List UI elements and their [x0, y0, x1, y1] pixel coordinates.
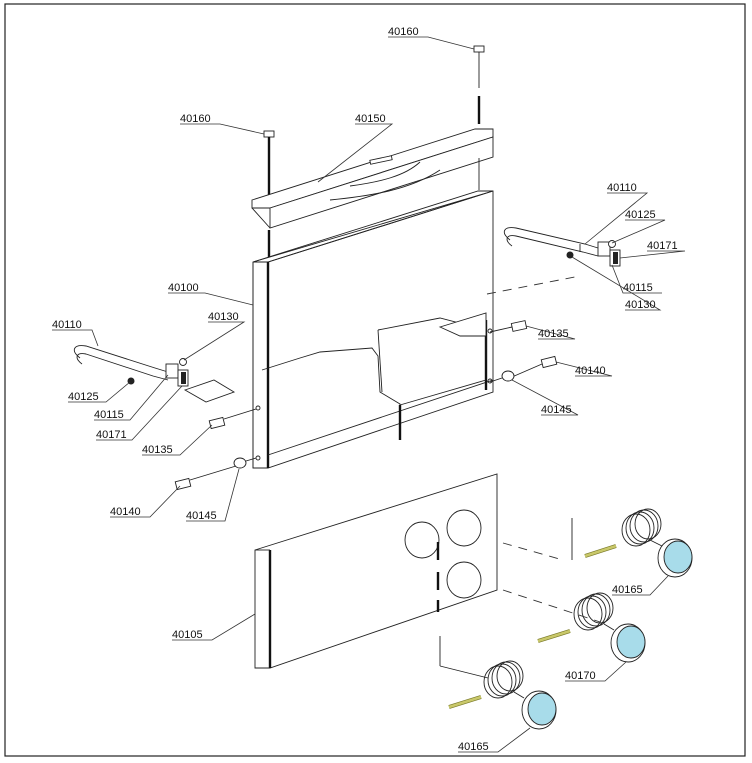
- leader-lines: [52, 36, 686, 753]
- callout-40135-left: 40135: [142, 444, 173, 456]
- callout-40171-left: 40171: [96, 429, 127, 441]
- diagram-border: [4, 3, 746, 757]
- callout-40125-left: 40125: [68, 391, 99, 403]
- callout-40100: 40100: [168, 282, 199, 294]
- screw-40140-left: [174, 465, 237, 491]
- gauge-40165-top: [584, 508, 693, 578]
- screw-40135-left: [208, 408, 257, 430]
- axis-gauge-mid: [502, 589, 601, 623]
- screw-40140-right: [511, 355, 558, 378]
- callout-40130-right: 40130: [625, 299, 656, 311]
- callout-40110-right: 40110: [607, 182, 637, 194]
- screw-40160-left: [263, 130, 275, 196]
- gauge-40170-mid: [537, 592, 646, 663]
- callout-40145-right: 40145: [541, 404, 572, 416]
- washer-40145-left: [233, 457, 257, 469]
- callout-40130-left: 40130: [208, 311, 239, 323]
- callout-40165-top: 40165: [612, 584, 643, 596]
- callout-40105: 40105: [172, 629, 203, 641]
- handle-right-40110: [503, 227, 621, 267]
- callout-40140-left: 40140: [110, 506, 141, 518]
- callout-40140-right: 40140: [575, 365, 606, 377]
- handle-left-40110: [73, 345, 236, 403]
- top-bracket-40150: [251, 128, 494, 229]
- callout-40125-right: 40125: [625, 209, 656, 221]
- callout-40110-left: 40110: [52, 319, 82, 331]
- callout-40115-right: 40115: [623, 282, 653, 294]
- callout-40150: 40150: [355, 113, 386, 125]
- screw-40160-right: [473, 45, 485, 124]
- callout-40115-left: 40115: [94, 409, 124, 421]
- screw-40135-right: [489, 320, 528, 333]
- axis-right-handle: [486, 275, 581, 295]
- gauge-40165-bottom: [448, 660, 557, 730]
- callout-40165-bottom: 40165: [458, 741, 489, 753]
- callout-40170: 40170: [565, 670, 596, 682]
- axis-gauge-bottom: [439, 665, 489, 679]
- front-plate-40105: [254, 473, 498, 669]
- axis-gauge-top: [502, 542, 564, 561]
- callout-40160-top: 40160: [388, 26, 419, 38]
- washer-40145-right: [489, 370, 515, 383]
- callout-40135-right: 40135: [538, 328, 569, 340]
- main-panel-40100: [252, 190, 494, 469]
- callout-40145-left: 40145: [186, 510, 217, 522]
- callout-40160-left: 40160: [180, 113, 211, 125]
- callout-40171-right: 40171: [647, 240, 678, 252]
